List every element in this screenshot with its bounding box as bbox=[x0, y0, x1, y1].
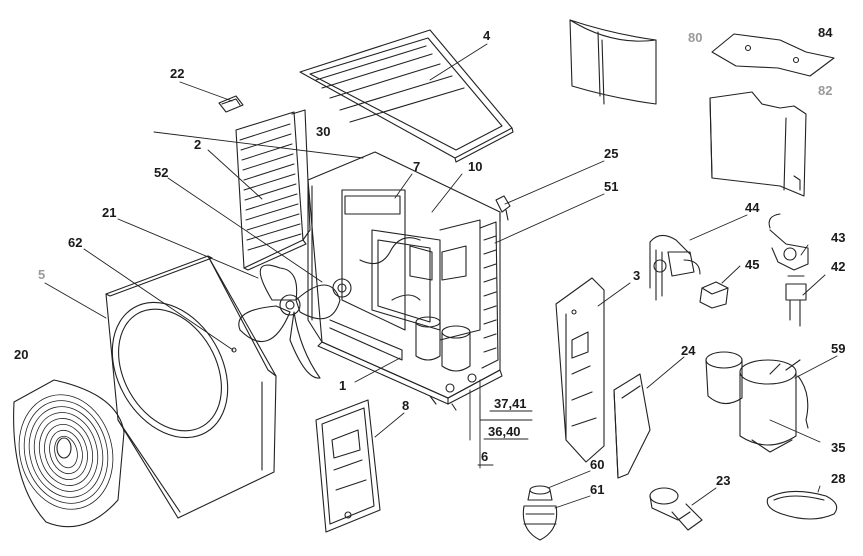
part-label-59: 59 bbox=[831, 341, 846, 356]
compressor-box-jacket bbox=[709, 91, 807, 197]
part-label-42: 42 bbox=[831, 259, 846, 274]
part-label-60: 60 bbox=[590, 457, 605, 472]
part-label-8: 8 bbox=[402, 398, 410, 413]
part-label-5: 5 bbox=[38, 267, 46, 282]
label-boxes bbox=[479, 394, 533, 421]
part-label-7: 7 bbox=[413, 159, 421, 174]
rear-grille-panel bbox=[235, 109, 311, 271]
valve-coil bbox=[768, 213, 809, 271]
part-label-20: 20 bbox=[14, 347, 29, 362]
drain-fitting bbox=[649, 487, 703, 531]
part-label-37-41: 37,41 bbox=[494, 396, 527, 411]
side-panel-right bbox=[555, 277, 605, 463]
part-label-30: 30 bbox=[316, 124, 331, 139]
clip-part bbox=[218, 95, 244, 113]
part-label-22: 22 bbox=[170, 66, 185, 81]
part-label-52: 52 bbox=[154, 165, 169, 180]
unit-chassis bbox=[307, 151, 503, 411]
side-cover-small bbox=[315, 399, 381, 533]
part-label-25: 25 bbox=[604, 146, 619, 161]
part-label-36-40: 36,40 bbox=[488, 424, 521, 439]
rubber-strip bbox=[766, 490, 838, 520]
part-label-51: 51 bbox=[604, 179, 619, 194]
terminal-cover bbox=[613, 373, 651, 479]
relay-block bbox=[699, 281, 729, 309]
part-label-2: 2 bbox=[194, 137, 202, 152]
mounting-plate bbox=[711, 33, 835, 77]
part-label-24: 24 bbox=[681, 343, 696, 358]
part-label-6: 6 bbox=[481, 449, 489, 464]
top-cover-panel bbox=[299, 29, 514, 163]
rubber-foot bbox=[522, 485, 558, 541]
fan-guard-grille bbox=[13, 379, 125, 528]
part-label-62: 62 bbox=[68, 235, 83, 250]
part-label-80: 80 bbox=[688, 30, 703, 45]
four-way-valve bbox=[649, 234, 701, 301]
part-label-82: 82 bbox=[818, 83, 833, 98]
part-label-28: 28 bbox=[831, 471, 846, 486]
part-label-61: 61 bbox=[590, 482, 605, 497]
part-label-1: 1 bbox=[339, 378, 347, 393]
part-label-4: 4 bbox=[483, 28, 491, 43]
expansion-valve bbox=[785, 275, 807, 327]
part-label-44: 44 bbox=[745, 200, 760, 215]
part-label-3: 3 bbox=[633, 268, 641, 283]
part-label-23: 23 bbox=[716, 473, 731, 488]
part-label-84: 84 bbox=[818, 25, 833, 40]
small-fitting bbox=[495, 195, 511, 223]
compressor-unit bbox=[705, 351, 809, 453]
front-panel bbox=[105, 255, 277, 519]
part-label-43: 43 bbox=[831, 230, 846, 245]
part-label-10: 10 bbox=[468, 159, 483, 174]
compressor-sound-jacket bbox=[569, 19, 657, 105]
part-label-21: 21 bbox=[102, 205, 117, 220]
part-label-45: 45 bbox=[745, 257, 760, 272]
part-label-35: 35 bbox=[831, 440, 846, 455]
fan-blade bbox=[238, 264, 341, 379]
